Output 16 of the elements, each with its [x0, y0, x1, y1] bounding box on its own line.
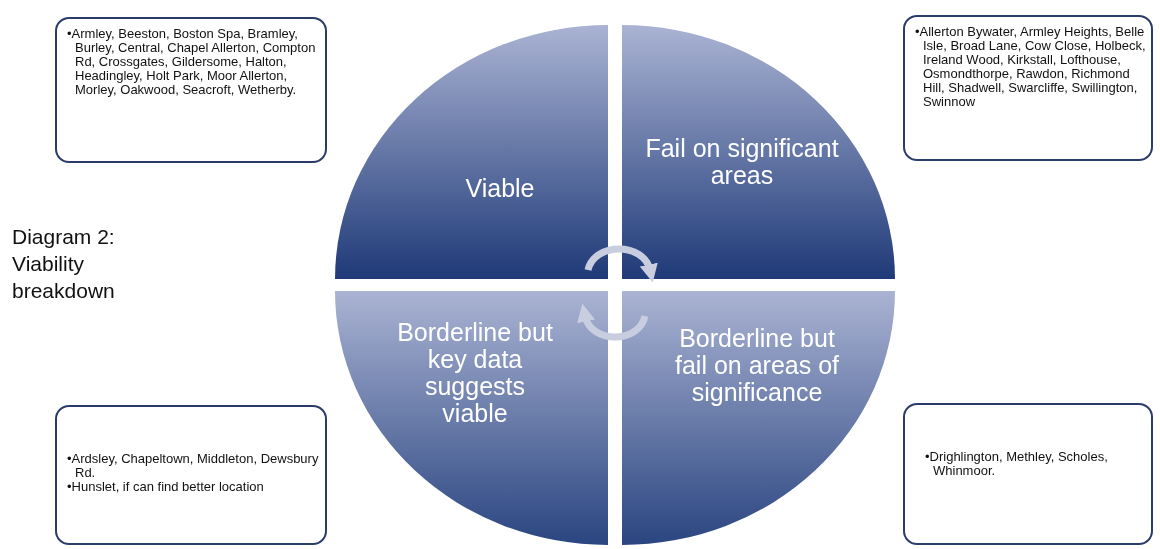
- diagram-title: Diagram 2: Viability breakdown: [12, 224, 116, 304]
- quadrant-label: Borderline but key data suggests viable: [396, 319, 554, 427]
- list-box: [55, 17, 327, 163]
- list-item: •Ardsley, Chapeltown, Middleton, Dewsbury Rd.: [67, 452, 320, 480]
- list-box: [903, 403, 1153, 545]
- quadrant-label: Fail on significant areas: [644, 135, 840, 189]
- cycle-arrow: [584, 245, 657, 282]
- list-item: •Drighlington, Methley, Scholes, Whinmoor.: [925, 450, 1109, 478]
- list-box: [55, 405, 327, 545]
- quadrant-label: Borderline but fail on areas of significance: [674, 325, 840, 406]
- list-box: [903, 15, 1153, 161]
- cycle-arrow: [578, 304, 649, 341]
- quadrant-label: Viable: [464, 175, 536, 202]
- list-item: •Armley, Beeston, Boston Spa, Bramley, Burley, Central, Chapel Allerton, Compton Rd, Crossgates, Gildersome, Halton, Headingley, Holt Park, Moor Allerton, Morley, Oakwood, Seacroft, Wetherby.: [67, 27, 317, 97]
- list-item: •Allerton Bywater, Armley Heights, Belle Isle, Broad Lane, Cow Close, Holbeck, Ireland Wood, Kirkstall, Lofthouse, Osmondthorpe, Rawdon, Richmond Hill, Shadwell, Swarcliffe, Swillington, Swinnow: [915, 25, 1147, 109]
- list-item: •Hunslet, if can find better location: [67, 480, 265, 494]
